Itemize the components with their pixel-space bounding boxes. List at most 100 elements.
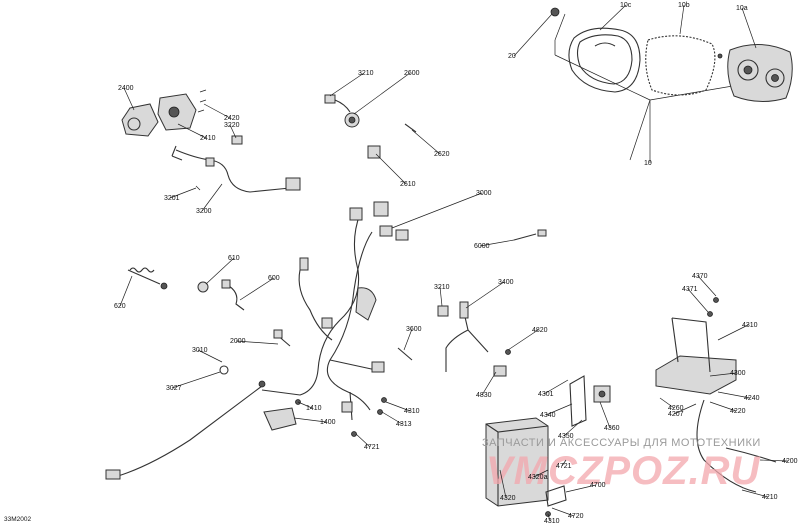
leader-line-17	[205, 257, 235, 285]
leader-line-42	[741, 489, 769, 498]
callout-label-46: 4320	[500, 495, 516, 502]
callout-label-23: 1410	[306, 405, 322, 412]
leader-line-28	[439, 286, 443, 307]
leader-line-24	[293, 417, 327, 423]
leader-line-41	[759, 459, 789, 462]
harness-3400	[445, 301, 489, 372]
leader-line-48	[561, 459, 567, 467]
hardware-4370-4371	[707, 297, 719, 317]
callout-label-43: 4301	[538, 391, 554, 398]
leader-line-37	[717, 391, 751, 399]
leader-line-50	[551, 507, 575, 517]
leader-line-22	[171, 371, 221, 389]
callout-label-9: 3210	[358, 70, 374, 77]
callout-label-15: 3000	[476, 190, 492, 197]
part-1400-relay	[263, 407, 297, 431]
leader-line-43	[543, 379, 569, 395]
callout-label-52: 4350	[558, 433, 574, 440]
part-4820-screw	[505, 349, 511, 355]
watermark-tagline: ЗАПЧАСТИ И АКСЕССУАРЫ ДЛЯ МОТОТЕХНИКИ	[482, 437, 761, 449]
leader-line-30	[403, 328, 413, 351]
leader-line-49	[565, 484, 597, 493]
leader-line-8	[229, 124, 237, 139]
callout-label-27: 4721	[364, 444, 380, 451]
callout-label-1: 10c	[620, 2, 632, 9]
callout-label-36: 4300	[730, 370, 746, 377]
leader-line-12	[375, 153, 407, 185]
part-3201-screw	[195, 185, 201, 191]
part-600-sensor	[221, 279, 245, 311]
callout-label-4: 10	[644, 160, 652, 167]
leader-line-44	[545, 403, 573, 416]
leader-line-52	[563, 419, 583, 437]
part-3027-washer	[219, 365, 229, 375]
callout-label-37: 4240	[744, 395, 760, 402]
part-4320-battery	[485, 417, 549, 507]
diagram-code: 33M2002	[4, 516, 31, 523]
callout-label-8: 3220	[224, 122, 240, 129]
callout-label-7: 2420	[224, 115, 240, 122]
part-4830-cover	[493, 365, 507, 377]
leader-line-14	[201, 183, 223, 212]
leader-line-25	[385, 401, 411, 412]
leader-line-51	[547, 513, 551, 522]
callout-label-42: 4210	[762, 494, 778, 501]
callout-label-20: 2000	[230, 338, 246, 345]
leader-line-11	[411, 129, 441, 155]
leader-line-10	[353, 72, 411, 115]
leader-line-16	[479, 239, 515, 247]
leader-line-36	[709, 372, 737, 377]
callout-label-13: 3201	[164, 195, 180, 202]
callout-label-14: 3200	[196, 208, 212, 215]
leader-line-6	[177, 123, 207, 139]
callout-label-47: 4320a	[528, 474, 548, 481]
leader-line-9	[329, 72, 365, 97]
callout-label-48: 4721	[556, 463, 572, 470]
leader-line-2	[679, 4, 685, 35]
leader-line-45	[599, 401, 611, 429]
part-2000-connector	[273, 329, 291, 347]
part-2400-switch	[121, 103, 159, 137]
callout-label-26: 4313	[396, 421, 412, 428]
part-6000-sensor-cable	[513, 229, 547, 241]
harness-3000-main	[261, 201, 409, 421]
callout-label-38: 4220	[730, 408, 746, 415]
callout-label-33: 4370	[692, 273, 708, 280]
leader-line-47	[533, 469, 549, 478]
callout-label-5: 2400	[118, 85, 134, 92]
leader-line-39	[659, 397, 675, 409]
part-4300-battery-tray	[655, 317, 737, 395]
callout-label-39: 4260	[668, 405, 684, 412]
leader-line-35	[717, 324, 749, 341]
leader-line-15	[391, 192, 483, 229]
callout-label-24: 1400	[320, 419, 336, 426]
callout-label-19: 600	[268, 275, 280, 282]
callout-label-10: 2600	[404, 70, 420, 77]
leader-line-13	[169, 187, 197, 199]
callout-label-2: 10b	[678, 2, 690, 9]
part-10b-lens	[645, 35, 716, 96]
callout-label-40: 4207	[668, 411, 684, 418]
part-10c-bezel	[568, 27, 641, 93]
leader-line-21	[197, 349, 223, 363]
part-3210-sensor-center	[437, 305, 449, 317]
callout-label-25: 4310	[404, 408, 420, 415]
callout-label-29: 3400	[498, 279, 514, 286]
leader-line-34	[687, 288, 709, 313]
part-3210-sensor-top	[324, 94, 351, 113]
leader-line-46	[499, 469, 507, 499]
callout-label-41: 4200	[782, 458, 798, 465]
part-4340-bracket	[569, 375, 587, 427]
leader-line-1	[599, 4, 627, 31]
callout-label-0: 20	[508, 53, 516, 60]
part-2620-pin	[404, 123, 417, 133]
part-3220-connector	[231, 135, 243, 145]
leader-line-27	[355, 433, 371, 448]
part-3600-sensor	[397, 347, 413, 361]
leader-line-32	[481, 371, 497, 396]
callout-label-34: 4371	[682, 286, 698, 293]
callout-label-22: 3027	[166, 385, 182, 392]
part-4360-solenoid	[593, 385, 611, 403]
